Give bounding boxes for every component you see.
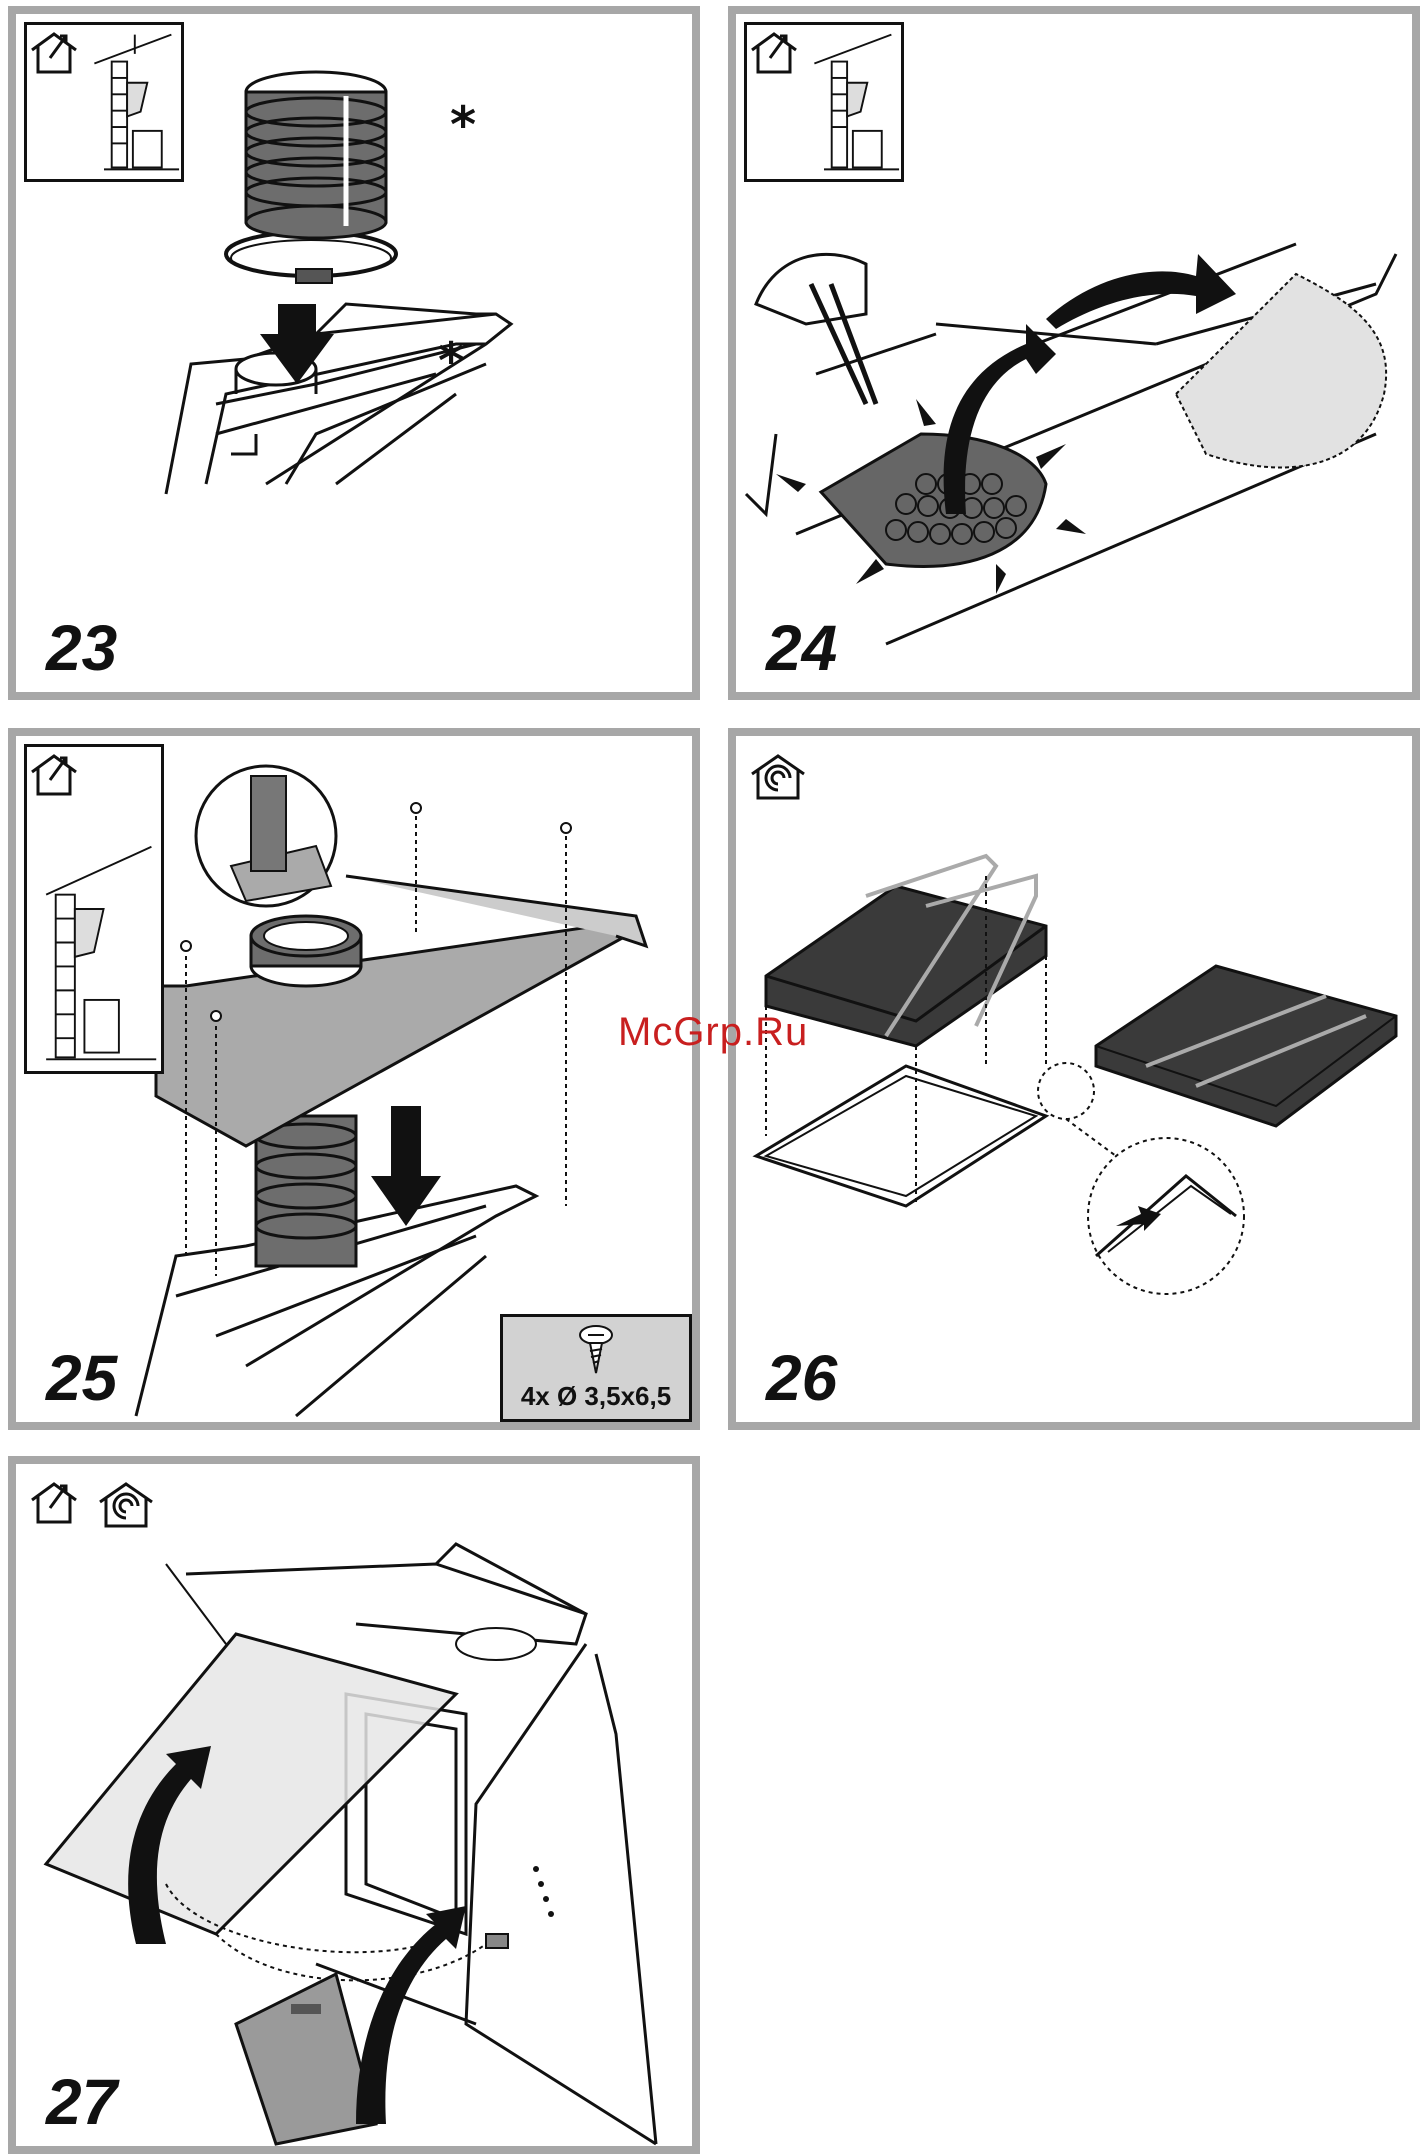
step-23-number: 23 [46, 616, 117, 680]
step-27-panel: 27 [8, 1456, 700, 2154]
recirculation-house-icon [748, 750, 808, 802]
step-24-number: 24 [766, 616, 837, 680]
step-26-number: 26 [766, 1346, 837, 1410]
step-25-panel: 4x Ø 3,5x6,5 25 [8, 728, 700, 1430]
screw-spec-box: 4x Ø 3,5x6,5 [500, 1314, 692, 1422]
ducted-house-icon [28, 28, 80, 76]
step-27-illustration [16, 1464, 692, 2146]
step-26-illustration [736, 736, 1412, 1422]
screw-spec-label: 4x Ø 3,5x6,5 [503, 1381, 689, 1412]
recirculation-house-icon [96, 1478, 156, 1530]
step-23-panel: * * 23 [8, 6, 700, 700]
step-24-panel: 24 [728, 6, 1420, 700]
step-25-number: 25 [46, 1346, 117, 1410]
duct-optional-marker: * [450, 100, 476, 150]
watermark-text: McGrp.Ru [618, 1010, 808, 1055]
ducted-house-icon [28, 750, 80, 798]
ducted-house-icon [748, 28, 800, 76]
screw-icon [576, 1325, 616, 1375]
step-27-number: 27 [46, 2070, 117, 2134]
ducted-house-icon [28, 1478, 80, 1526]
step-26-panel: 26 [728, 728, 1420, 1430]
clamp-optional-marker: * [438, 336, 464, 386]
